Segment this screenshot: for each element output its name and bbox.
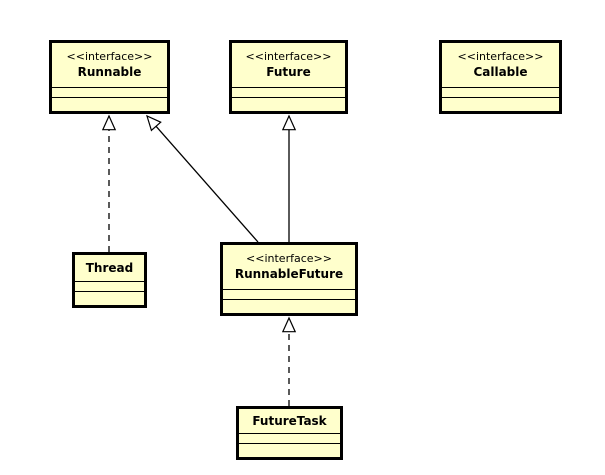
- class-title-compartment: <<interface>> Future: [232, 43, 345, 87]
- class-box-thread: Thread: [72, 252, 147, 308]
- class-title-compartment: Thread: [75, 255, 144, 281]
- methods-compartment: [442, 97, 559, 111]
- class-title-compartment: <<interface>> RunnableFuture: [223, 245, 355, 289]
- attributes-compartment: [442, 87, 559, 97]
- class-name: Thread: [85, 260, 134, 275]
- generalization-edge-runnablefuture-to-runnable: [147, 116, 259, 243]
- methods-compartment: [223, 299, 355, 313]
- class-stereotype: <<interface>>: [245, 50, 332, 63]
- class-box-runnablefuture: <<interface>> RunnableFuture: [220, 242, 358, 316]
- class-name: Callable: [473, 65, 528, 79]
- class-box-future: <<interface>> Future: [229, 40, 348, 114]
- attributes-compartment: [52, 87, 167, 97]
- class-name: Future: [266, 65, 311, 79]
- class-box-runnable: <<interface>> Runnable: [49, 40, 170, 114]
- class-stereotype: <<interface>>: [457, 50, 544, 63]
- attributes-compartment: [239, 433, 340, 443]
- methods-compartment: [75, 291, 144, 305]
- class-title-compartment: <<interface>> Callable: [442, 43, 559, 87]
- class-stereotype: <<interface>>: [246, 252, 332, 265]
- attributes-compartment: [223, 289, 355, 299]
- class-box-callable: <<interface>> Callable: [439, 40, 562, 114]
- class-stereotype: <<interface>>: [66, 50, 153, 63]
- class-box-futuretask: FutureTask: [236, 406, 343, 460]
- class-name: Runnable: [77, 65, 142, 79]
- class-title-compartment: <<interface>> Runnable: [52, 43, 167, 87]
- attributes-compartment: [75, 281, 144, 291]
- methods-compartment: [239, 443, 340, 457]
- attributes-compartment: [232, 87, 345, 97]
- class-title-compartment: FutureTask: [239, 409, 340, 433]
- class-name: RunnableFuture: [234, 267, 344, 281]
- methods-compartment: [52, 97, 167, 111]
- methods-compartment: [232, 97, 345, 111]
- class-name: FutureTask: [252, 413, 327, 428]
